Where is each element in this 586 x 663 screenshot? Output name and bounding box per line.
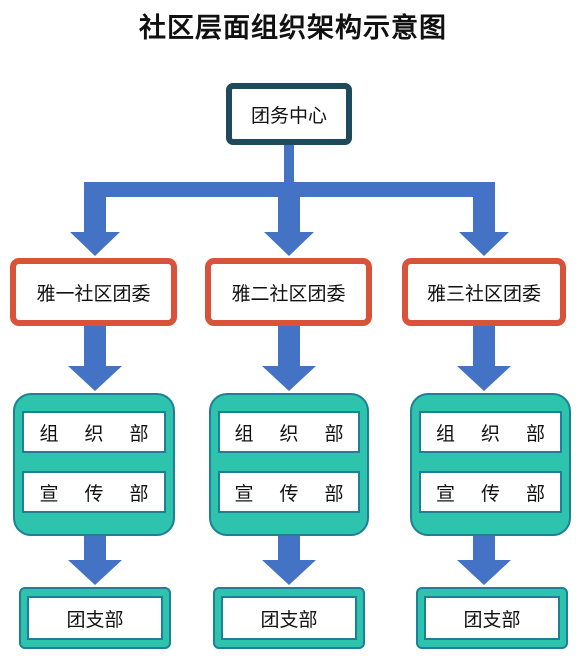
committee-label: 雅一社区团委 — [36, 282, 151, 305]
department-publicity: 宣 传 部 — [22, 471, 166, 513]
branch-label: 团支部 — [221, 596, 357, 640]
arrow-to-branch-2 — [262, 536, 316, 585]
arrow-to-departments-2 — [262, 326, 316, 391]
committee-node-3: 雅三社区团委 — [402, 258, 566, 326]
branch-label: 团支部 — [424, 596, 560, 640]
diagram-title: 社区层面组织架构示意图 — [139, 13, 447, 44]
arrow-to-branch-3 — [457, 536, 511, 585]
arrow-to-branch-1 — [68, 536, 122, 585]
department-organization: 组 织 部 — [218, 411, 360, 453]
department-organization: 组 织 部 — [22, 411, 166, 453]
committee-label: 雅二社区团委 — [231, 282, 346, 305]
arrow-to-committee-1 — [70, 197, 120, 256]
branch-node-1: 团支部 — [19, 587, 171, 649]
committee-node-2: 雅二社区团委 — [205, 258, 372, 326]
department-group-1: 组 织 部 宣 传 部 — [13, 393, 175, 536]
department-organization: 组 织 部 — [419, 411, 562, 453]
arrow-to-departments-3 — [457, 326, 511, 391]
department-group-2: 组 织 部 宣 传 部 — [209, 393, 369, 536]
arrow-to-committee-3 — [459, 197, 509, 256]
arrow-to-committee-2 — [264, 197, 314, 256]
center-node: 团务中心 — [226, 83, 352, 145]
branch-label: 团支部 — [27, 596, 163, 640]
branch-node-2: 团支部 — [213, 587, 365, 649]
committee-label: 雅三社区团委 — [426, 282, 541, 305]
horizontal-connector-bar — [84, 182, 495, 197]
department-publicity: 宣 传 部 — [218, 471, 360, 513]
branch-node-3: 团支部 — [416, 587, 568, 649]
center-node-label: 团务中心 — [250, 104, 327, 127]
department-publicity: 宣 传 部 — [419, 471, 562, 513]
committee-node-1: 雅一社区团委 — [10, 258, 177, 326]
arrow-to-departments-1 — [68, 326, 122, 391]
center-to-bar-connector — [284, 145, 294, 182]
department-group-3: 组 织 部 宣 传 部 — [410, 393, 571, 536]
